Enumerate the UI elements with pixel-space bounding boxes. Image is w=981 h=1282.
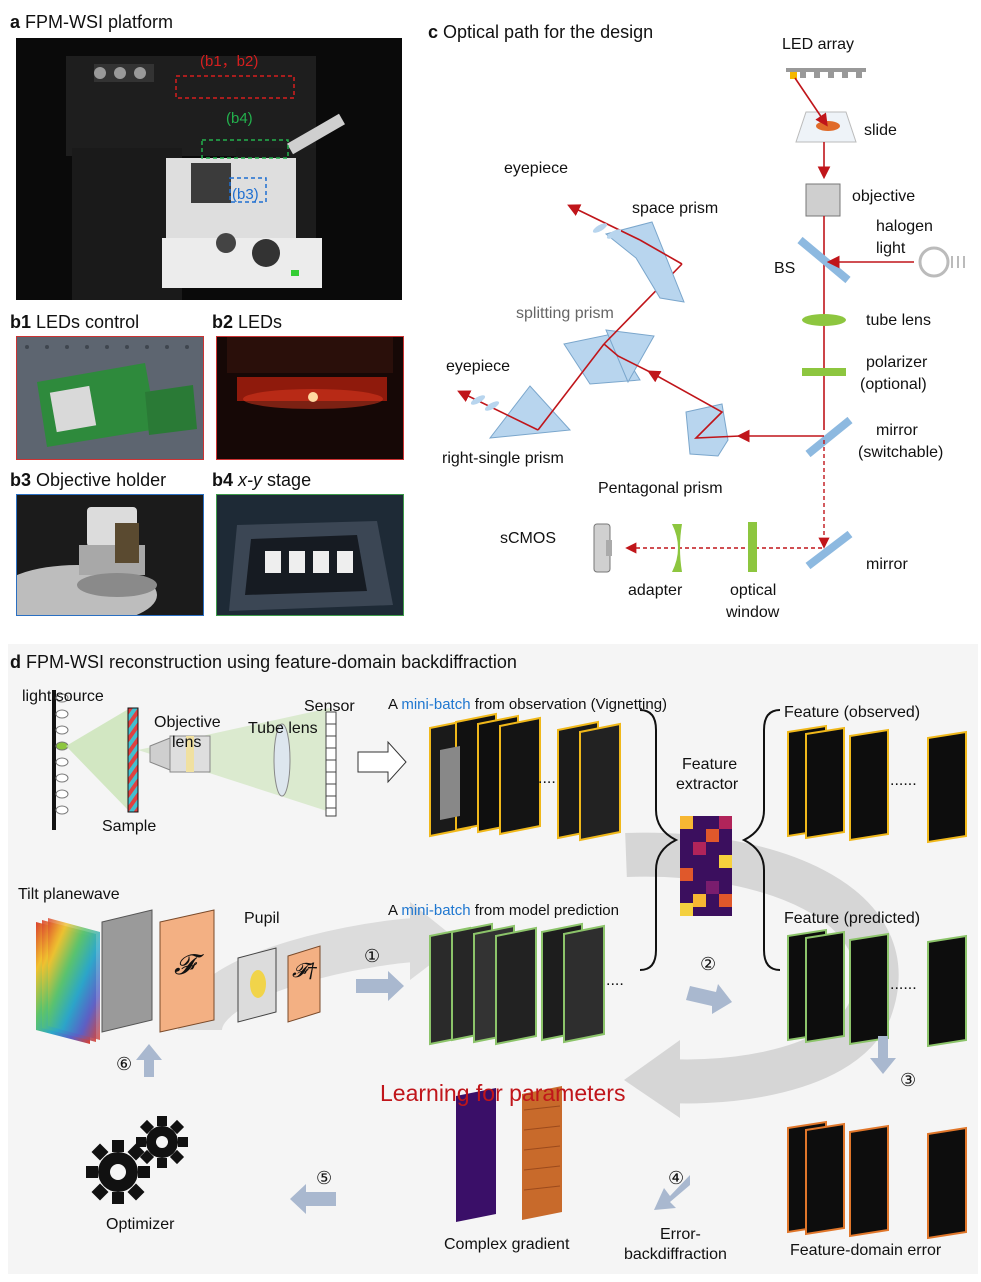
- feature-predicted-label: Feature (predicted): [784, 910, 921, 927]
- step4-marker: ④: [668, 1168, 685, 1188]
- optimizer-label: Optimizer: [106, 1216, 175, 1233]
- adapter-label: adapter: [628, 582, 683, 599]
- light-label: light: [876, 240, 906, 257]
- tag-b1b2: (b1，b2): [200, 53, 259, 70]
- step3-marker: ③: [900, 1070, 917, 1090]
- tag-b4: (b4): [226, 110, 253, 127]
- tilt-planewave-label: Tilt planewave: [18, 886, 120, 903]
- feature-domain-error-label: Feature-domain error: [790, 1242, 942, 1259]
- minibatch-prediction-label: A mini-batch from model prediction: [388, 902, 619, 919]
- step5-marker: ⑤: [316, 1168, 333, 1188]
- panel-b2-heading: b2 LEDs: [212, 312, 283, 332]
- predicted-ellipsis: ....: [606, 972, 624, 989]
- led-array-label: LED array: [782, 36, 855, 53]
- objective-lens-label-1: Objective: [154, 714, 221, 731]
- optional-label: (optional): [860, 376, 927, 393]
- sensor-label: Sensor: [304, 698, 355, 715]
- eyepiece-left-label: eyepiece: [446, 358, 511, 375]
- step1-marker: ①: [364, 946, 381, 966]
- eyepiece-top-label: eyepiece: [504, 160, 569, 177]
- switchable-label: (switchable): [858, 444, 944, 461]
- objective-lens-label-2: lens: [172, 734, 202, 751]
- leds-control-photo: [16, 336, 204, 460]
- feature-predicted-ellipsis: ......: [890, 976, 917, 993]
- feature-extractor-label-1: Feature: [682, 756, 738, 773]
- bs-label: BS: [774, 260, 796, 277]
- slide-label: slide: [864, 122, 897, 139]
- switchable-mirror-label: mirror: [876, 422, 918, 439]
- leds-photo: [216, 336, 404, 460]
- error-backdiffraction-label-1: Error-: [660, 1226, 701, 1243]
- fourier-transform-label: 𝓕: [174, 948, 195, 981]
- right-single-prism-label: right-single prism: [442, 450, 564, 467]
- mirror-label: mirror: [866, 556, 908, 573]
- reconstruction-diagram: [36, 690, 967, 1240]
- scmos-label: sCMOS: [500, 530, 556, 547]
- panel-b4-heading: b4 x-y stage: [212, 470, 312, 490]
- light-source-label: light source: [22, 688, 104, 705]
- panel-b3-heading: b3 Objective holder: [10, 470, 167, 490]
- polarizer-label: polarizer: [866, 354, 928, 371]
- error-backdiffraction-label-2: backdiffraction: [624, 1246, 727, 1263]
- pentagonal-prism-label: Pentagonal prism: [598, 480, 723, 497]
- objective-holder-photo: [16, 494, 204, 616]
- pupil-label: Pupil: [244, 910, 280, 927]
- sample-label: Sample: [102, 818, 157, 835]
- halogen-label: halogen: [876, 218, 933, 235]
- panel-c-heading: c Optical path for the design: [428, 22, 654, 42]
- panel-b1-heading: b1 LEDs control: [10, 312, 140, 332]
- panel-d-heading: d FPM-WSI reconstruction using feature-d…: [10, 652, 517, 672]
- observed-ellipsis: ....: [538, 770, 556, 787]
- splitting-prism-label: splitting prism: [516, 305, 614, 322]
- inverse-fourier-label: 𝓕†: [292, 958, 317, 982]
- feature-observed-ellipsis: ......: [890, 772, 917, 789]
- learning-for-parameters-label: Learning for parameters: [380, 1080, 626, 1106]
- minibatch-observation-label: A mini-batch from observation (Vignettin…: [388, 696, 668, 713]
- step2-marker: ②: [700, 954, 717, 974]
- tag-b3: (b3): [232, 186, 259, 203]
- optical-label: optical: [730, 582, 777, 599]
- optical-path-diagram: [457, 68, 965, 573]
- space-prism-label: space prism: [632, 200, 719, 217]
- window-label: window: [726, 604, 780, 621]
- step6-marker: ⑥: [116, 1054, 133, 1074]
- feature-extractor-label-2: extractor: [676, 776, 739, 793]
- tube-lens-label: tube lens: [866, 312, 931, 329]
- complex-gradient-label: Complex gradient: [444, 1236, 570, 1253]
- platform-photo: (b1，b2) (b4) (b3): [16, 38, 402, 300]
- tube-lens-d-label: Tube lens: [248, 720, 318, 737]
- objective-label: objective: [852, 188, 916, 205]
- feature-observed-label: Feature (observed): [784, 704, 921, 721]
- xy-stage-photo: [216, 494, 404, 616]
- panel-a-heading: a FPM-WSI platform: [10, 12, 174, 32]
